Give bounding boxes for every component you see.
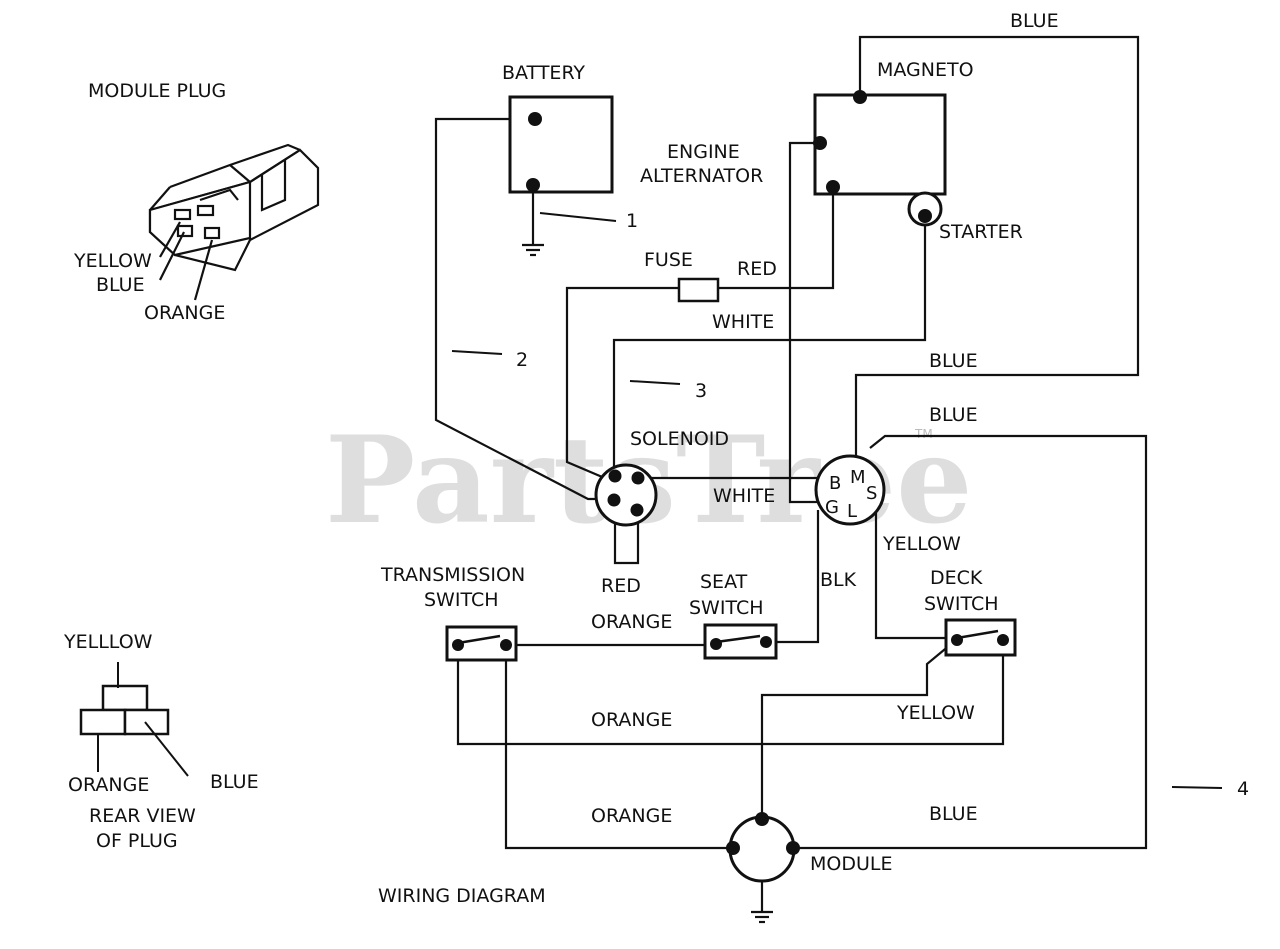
- rear-view-plug-drawing: [79, 662, 189, 777]
- starter: [907, 191, 943, 227]
- label-battery: BATTERY: [502, 62, 585, 84]
- label-seat: SEAT: [700, 571, 748, 593]
- label-solenoid: SOLENOID: [630, 428, 729, 450]
- terminal-g: G: [825, 497, 839, 518]
- wire-label-blk: BLK: [820, 569, 857, 591]
- wire-label-orange-seat: ORANGE: [591, 611, 672, 633]
- callout-1: 1: [626, 210, 638, 232]
- wires: [434, 35, 1148, 924]
- wire-orange-loop: [456, 640, 1005, 746]
- wire-label-yellow-deck: YELLOW: [896, 702, 975, 724]
- seat-switch: [703, 623, 778, 660]
- wire-label-red-solenoid: RED: [601, 575, 641, 597]
- wire-starter-solenoid: [612, 225, 927, 480]
- label-transmission: TRANSMISSION: [380, 564, 525, 586]
- wire-blue-magneto-key: [854, 35, 1140, 478]
- wire-label-orange-module: ORANGE: [591, 805, 672, 827]
- wire-orange-trans-module: [504, 645, 732, 850]
- label-module-plug: MODULE PLUG: [88, 80, 226, 102]
- label-alternator: ALTERNATOR: [640, 165, 763, 187]
- rear-label-blue: BLUE: [210, 771, 259, 793]
- battery: [508, 95, 614, 194]
- wire-white-alternator-key: [788, 141, 825, 504]
- module-plug-drawing: [148, 143, 320, 301]
- label-starter: STARTER: [939, 221, 1023, 243]
- label-rear-view: REAR VIEW: [89, 805, 196, 827]
- wire-blue-key-module: [795, 434, 1148, 850]
- ignition-switch: B G M S L: [814, 454, 886, 526]
- label-engine: ENGINE: [667, 141, 740, 163]
- callout-4: 4: [1237, 778, 1249, 800]
- plug-label-orange: ORANGE: [144, 302, 225, 324]
- wire-label-blue-module: BLUE: [929, 803, 978, 825]
- label-of-plug: OF PLUG: [96, 830, 178, 852]
- plug-label-blue: BLUE: [96, 274, 145, 296]
- module: [726, 812, 800, 883]
- wire-blk-key-seat: [772, 510, 820, 644]
- wire-fuse-to-solenoid: [565, 286, 679, 484]
- wire-label-yellow-key: YELLOW: [882, 533, 961, 555]
- callout-leaders: [451, 212, 1223, 789]
- terminal-m: M: [850, 467, 866, 488]
- label-deck: DECK: [930, 567, 983, 589]
- plug-label-yellow: YELLOW: [73, 250, 152, 272]
- deck-switch: [944, 618, 1017, 657]
- terminal-b: B: [829, 473, 841, 494]
- wire-red-alternator: [718, 187, 835, 290]
- magneto: [813, 90, 947, 196]
- wire-label-red-fuse: RED: [737, 258, 777, 280]
- terminal-l: L: [847, 501, 857, 522]
- wire-label-white-solenoid: WHITE: [713, 485, 775, 507]
- wire-label-blue-mid2: BLUE: [929, 404, 978, 426]
- solenoid: [594, 463, 658, 527]
- label-module: MODULE: [810, 853, 892, 875]
- terminal-s: S: [866, 483, 877, 504]
- label-fuse: FUSE: [644, 249, 693, 271]
- rear-label-yellow: YELLLOW: [63, 631, 153, 653]
- wire-yellow-deck-module: [760, 639, 957, 820]
- label-deck-switch: SWITCH: [924, 593, 999, 615]
- label-transmission-switch: SWITCH: [424, 589, 499, 611]
- callout-2: 2: [516, 349, 528, 371]
- fuse: [677, 277, 720, 303]
- transmission-switch: [445, 625, 518, 662]
- wire-red-solenoid: [613, 512, 640, 565]
- rear-label-orange: ORANGE: [68, 774, 149, 796]
- callout-3: 3: [695, 380, 707, 402]
- wire-label-orange-loop: ORANGE: [591, 709, 672, 731]
- wire-label-white-top: WHITE: [712, 311, 774, 333]
- label-seat-switch: SWITCH: [689, 597, 764, 619]
- diagram-title: WIRING DIAGRAM: [378, 885, 546, 907]
- wire-label-blue-mid: BLUE: [929, 350, 978, 372]
- wire-yellow-key-deck: [874, 505, 952, 640]
- watermark-tm: TM: [914, 427, 933, 441]
- label-magneto: MAGNETO: [877, 59, 974, 81]
- wire-label-blue-top: BLUE: [1010, 10, 1059, 32]
